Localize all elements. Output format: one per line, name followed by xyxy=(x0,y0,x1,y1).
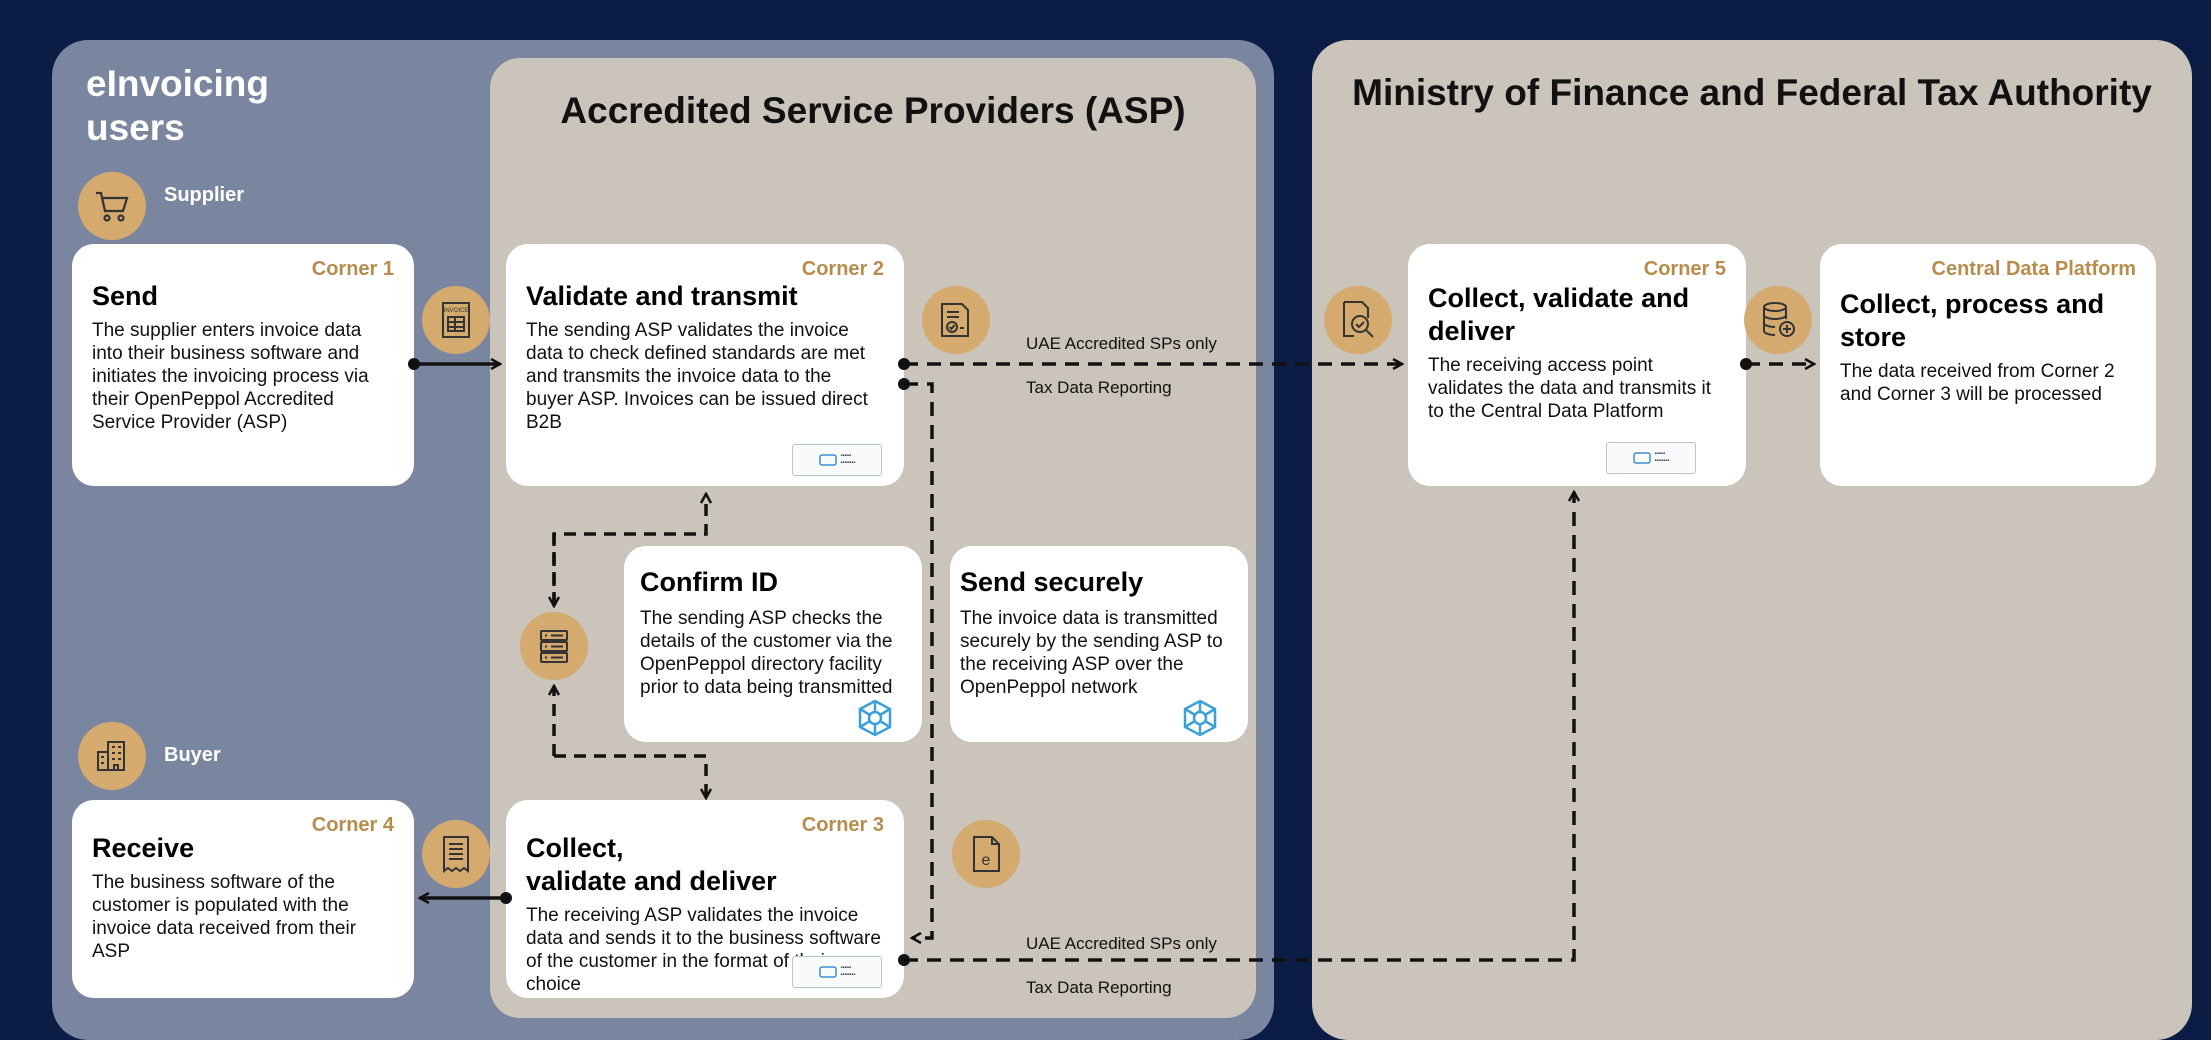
card-body: The sending ASP validates the invoice da… xyxy=(526,320,868,433)
peppol-badge: ▪▪▪▪▪▪▪▪▪▪▪▪ xyxy=(792,956,882,988)
peppol-badge: ▪▪▪▪▪▪▪▪▪▪▪▪ xyxy=(1606,442,1696,474)
building-icon xyxy=(78,722,146,790)
arrow-server-to-validate xyxy=(552,494,706,604)
asp-heading: Accredited Service Providers (ASP) xyxy=(560,90,1186,131)
arrow-server-to-collect xyxy=(554,754,706,798)
e-badge-text: e xyxy=(982,852,991,869)
cart-icon xyxy=(78,172,146,240)
card-title: Receive xyxy=(92,833,195,863)
mof-heading: Ministry of Finance and Federal Tax Auth… xyxy=(1352,72,2152,113)
card-body: The business software of the customer is… xyxy=(92,872,357,962)
card-body: The supplier enters invoice data into th… xyxy=(92,320,369,433)
corner-label: Corner 1 xyxy=(311,258,394,280)
corner-label: Central Data Platform xyxy=(1931,258,2137,280)
card-body: The data received from Corner 2 and Corn… xyxy=(1840,361,2115,405)
card-title: Collect, validate and deliver xyxy=(526,833,777,896)
arrow-validate-to-collect xyxy=(904,382,934,938)
receipt-icon xyxy=(422,820,490,888)
tax-reporting-label-top: Tax Data Reporting xyxy=(1026,378,1172,397)
card-title: Send xyxy=(92,281,159,311)
arrow-collect-to-corner5 xyxy=(904,492,1574,962)
mof-panel xyxy=(1312,40,2192,1040)
e-document-icon: e xyxy=(952,820,1020,888)
corner-label: Corner 3 xyxy=(801,814,884,836)
corner-label: Corner 2 xyxy=(801,258,884,280)
card-title: Collect, process and store xyxy=(1840,289,2105,352)
card-title: Confirm ID xyxy=(640,567,778,597)
card-receive: Corner 4 Receive The business software o… xyxy=(72,800,414,998)
peppol-badge: ▪▪▪▪▪▪▪▪▪▪▪▪ xyxy=(792,444,882,476)
search-document-icon xyxy=(1324,286,1392,354)
peppol-network-icon xyxy=(1180,698,1220,743)
database-icon xyxy=(1744,286,1812,354)
card-collect-validate-deliver-corner5: Corner 5 Collect, validate and deliver T… xyxy=(1408,244,1746,486)
card-collect-validate-deliver-corner3: Corner 3 Collect, validate and deliver T… xyxy=(506,800,904,998)
corner-label: Corner 5 xyxy=(1643,258,1726,280)
users-heading: eInvoicing users xyxy=(86,63,269,148)
corner-label: Corner 4 xyxy=(311,814,394,836)
document-check-icon xyxy=(922,286,990,354)
uae-accredited-label-top: UAE Accredited SPs only xyxy=(1026,334,1217,353)
card-title: Collect, validate and deliver xyxy=(1428,283,1690,346)
card-body: The receiving ASP validates the invoice … xyxy=(526,905,881,995)
card-title: Validate and transmit xyxy=(526,281,798,311)
card-body: The receiving access point validates the… xyxy=(1428,355,1712,422)
server-icon xyxy=(520,612,588,680)
card-body: The invoice data is transmitted securely… xyxy=(960,608,1223,698)
invoice-icon: INVOICE xyxy=(422,286,490,354)
uae-accredited-label-bottom: UAE Accredited SPs only xyxy=(1026,934,1217,953)
card-title: Send securely xyxy=(960,567,1144,597)
invoice-badge-text: INVOICE xyxy=(444,308,469,314)
card-send-securely: Send securely The invoice data is transm… xyxy=(950,546,1248,742)
supplier-label: Supplier xyxy=(164,184,245,206)
card-validate-transmit: Corner 2 Validate and transmit The sendi… xyxy=(506,244,904,486)
buyer-label: Buyer xyxy=(164,744,221,766)
card-send: Corner 1 Send The supplier enters invoic… xyxy=(72,244,414,486)
card-body: The sending ASP checks the details of th… xyxy=(640,608,893,698)
card-central-data-platform: Central Data Platform Collect, process a… xyxy=(1820,244,2156,486)
peppol-network-icon xyxy=(855,698,895,743)
tax-reporting-label-bottom: Tax Data Reporting xyxy=(1026,978,1172,997)
card-confirm-id: Confirm ID The sending ASP checks the de… xyxy=(624,546,922,742)
